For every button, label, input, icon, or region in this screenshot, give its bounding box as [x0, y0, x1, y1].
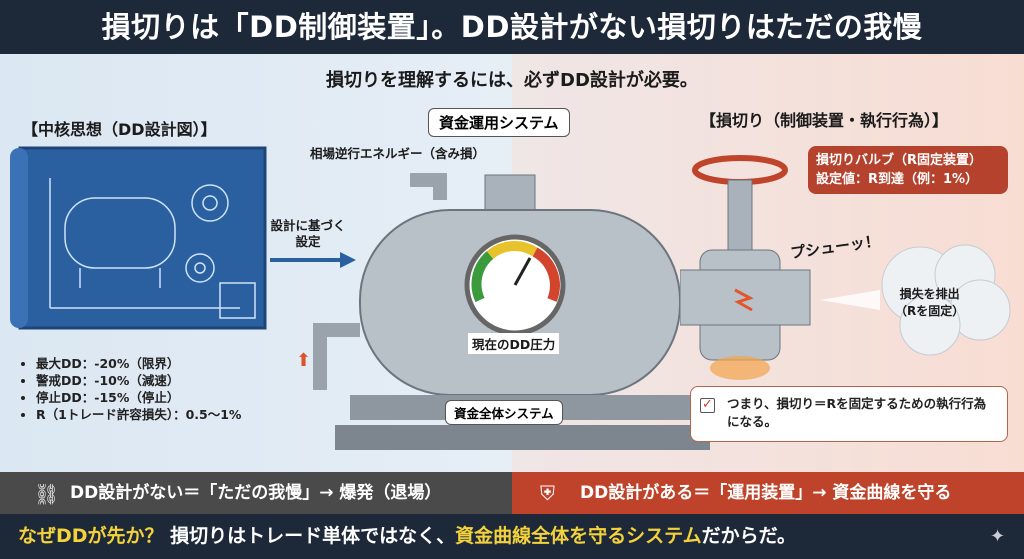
arrow-icon: [270, 252, 356, 268]
gauge-label: 現在のDD圧力: [468, 333, 560, 354]
cloud-label-line: 損失を排出: [899, 287, 960, 301]
cloud-label-line: （Rを固定）: [895, 304, 965, 318]
footer-text: 損切りはトレード単体ではなく、: [163, 525, 456, 547]
arrow-label: 設計に基づく設定: [270, 218, 346, 249]
no-dd-design-bar: DD設計がない＝「ただの我慢」→ 爆発（退場）: [0, 472, 512, 514]
base-label: 資金全体システム: [445, 400, 563, 425]
cloud-label: 損失を排出 （Rを固定）: [895, 286, 964, 320]
shield-check-icon: ⛨: [540, 481, 555, 505]
dd-design-bar: DD設計がある＝「運用装置」→ 資金曲線を守る: [512, 472, 1024, 514]
dd-settings-list: 最大DD：-20%（限界） 警戒DD：-10%（減速） 停止DD：-15%（停止…: [36, 355, 241, 423]
footer-question: なぜDDが先か？: [18, 525, 164, 547]
note-box: つまり、損切り＝Rを固定するための執行行為になる。: [690, 386, 1008, 442]
up-arrow-icon: ⬆: [296, 350, 312, 371]
system-label: 資金運用システム: [428, 108, 570, 137]
broken-chain-icon: ⛓: [34, 482, 60, 506]
footer-highlight: 資金曲線全体を守るシステム: [455, 525, 702, 547]
list-item: 最大DD：-20%（限界）: [36, 355, 241, 372]
footer: なぜDDが先か？ 損切りはトレード単体ではなく、資金曲線全体を守るシステムだから…: [0, 514, 1024, 559]
right-heading: 【損切り（制御装置・執行行為）】: [700, 111, 949, 130]
left-heading: 【中核思想（DD設計図）】: [22, 120, 217, 139]
checkbox-icon: ✓: [700, 398, 715, 413]
blueprint-illustration: [10, 146, 267, 330]
page-title: 損切りは「DD制御装置」。DD設計がない損切りはただの我慢: [0, 0, 1024, 54]
list-item: 停止DD：-15%（停止）: [36, 389, 241, 406]
valve-callout-line: 損切りバルブ（R固定装置）: [816, 153, 983, 168]
list-item: R（1トレード許容損失）：0.5〜1%: [36, 406, 241, 423]
list-item: 警戒DD：-10%（減速）: [36, 372, 241, 389]
subtitle: 損切りを理解するには、必ずDD設計が必要。: [326, 70, 698, 91]
footer-text-end: だからだ。: [701, 525, 797, 547]
energy-label: 相場逆行エネルギー（含み損）: [310, 146, 486, 161]
tank-illustration: [313, 173, 710, 450]
sparkle-icon: ✦: [990, 526, 1006, 547]
valve-callout: 損切りバルブ（R固定装置） 設定値：R到達（例：1%）: [808, 146, 1008, 194]
valve-illustration: [680, 155, 1011, 380]
valve-callout-line: 設定値：R到達（例：1%）: [816, 172, 979, 187]
